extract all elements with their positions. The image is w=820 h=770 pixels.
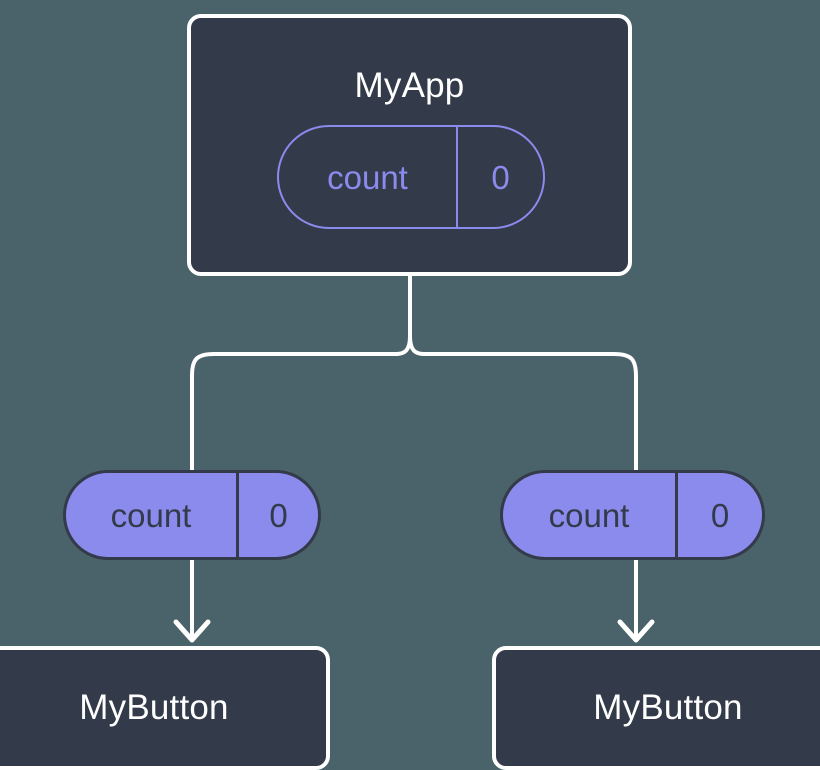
component-node-mybutton-left[interactable]: MyButton	[0, 646, 330, 770]
prop-pill-key: count	[503, 473, 678, 557]
edge-branch-left	[190, 334, 412, 472]
prop-pill-key: count	[66, 473, 239, 557]
arrow-down-icon-right	[617, 619, 655, 643]
arrow-down-icon-left	[173, 619, 211, 643]
component-label-mybutton: MyButton	[593, 688, 743, 727]
component-label-mybutton: MyButton	[79, 688, 229, 727]
state-pill-count[interactable]: count 0	[277, 125, 545, 229]
edge-branch-right	[408, 334, 638, 472]
prop-pill-value: 0	[269, 496, 288, 534]
component-label-myapp: MyApp	[354, 66, 465, 105]
prop-pill-count-right[interactable]: count 0	[500, 470, 765, 560]
component-node-mybutton-right[interactable]: MyButton	[492, 646, 820, 770]
prop-pill-count-left[interactable]: count 0	[63, 470, 321, 560]
state-pill-key: count	[279, 127, 458, 227]
state-pill-value: 0	[491, 158, 510, 196]
prop-pill-value: 0	[710, 496, 730, 534]
